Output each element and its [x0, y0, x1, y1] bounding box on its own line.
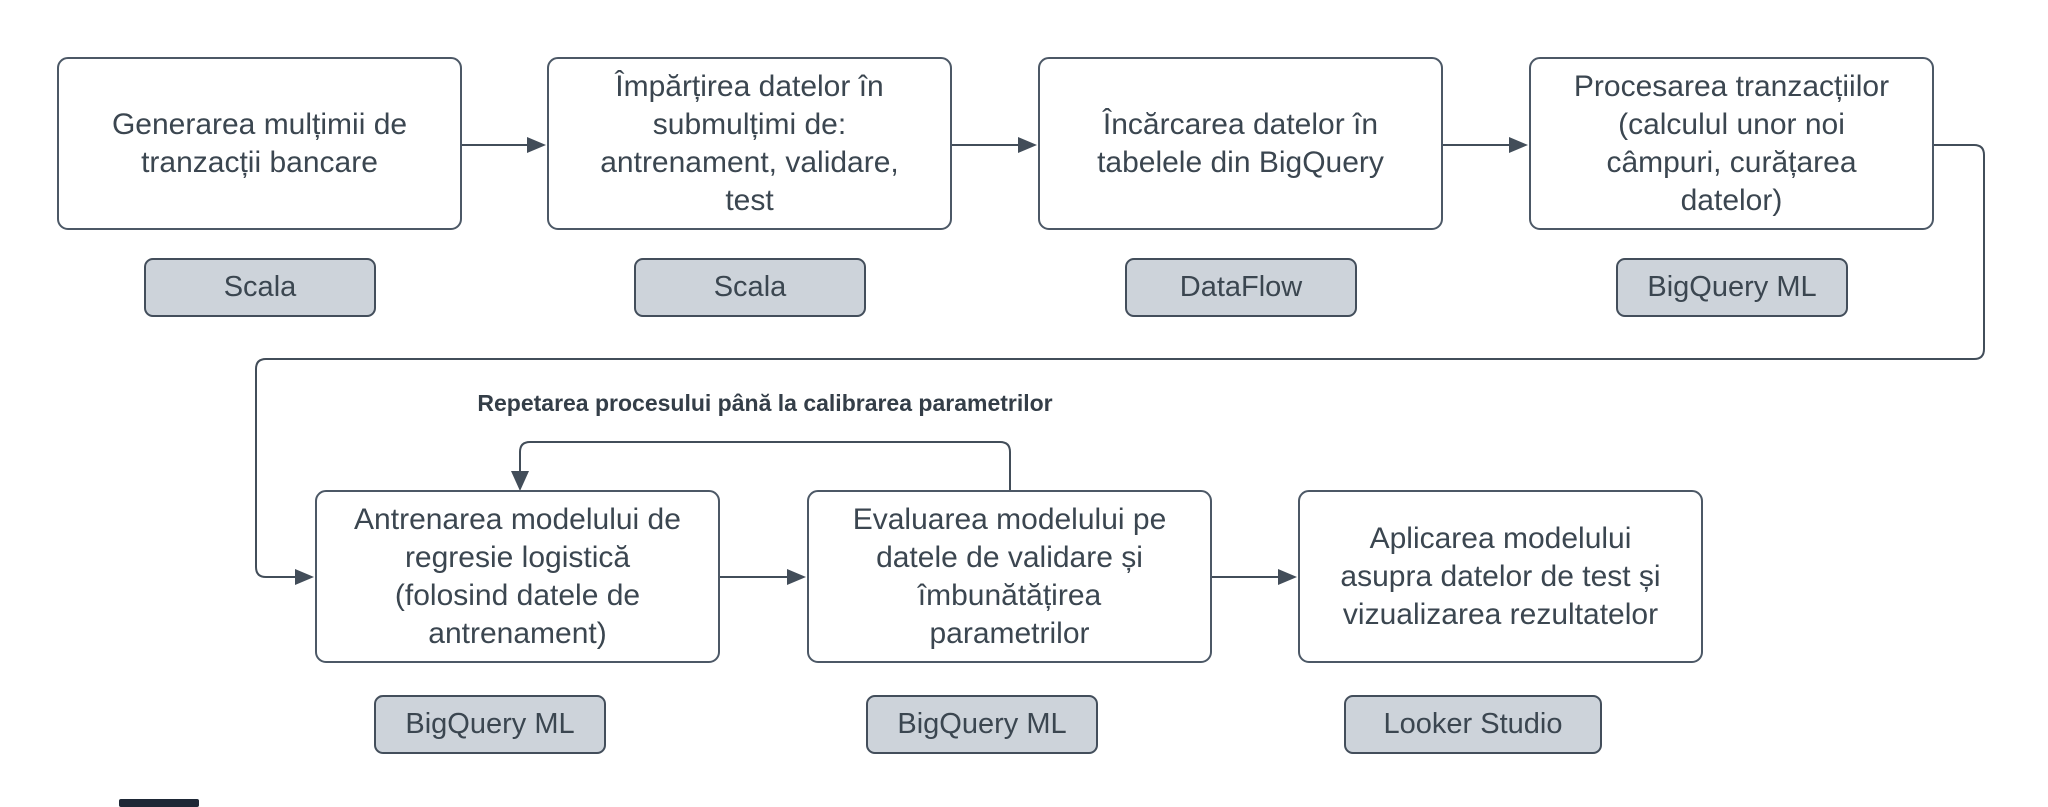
node-evaluate-model: Evaluarea modelului pe datele de validar…	[807, 490, 1212, 663]
arrowhead-process-to-train	[295, 569, 314, 585]
node-split-data: Împărțirea datelor în submulțimi de: ant…	[547, 57, 952, 230]
edge-evaluate-to-train-loop	[519, 441, 1011, 490]
arrowhead-load-to-process	[1509, 137, 1528, 153]
node-train-model: Antrenarea modelului de regresie logisti…	[315, 490, 720, 663]
arrowhead-generate-to-split	[527, 137, 546, 153]
edge-process-to-train	[255, 144, 1985, 578]
tool-badge-scala-2: Scala	[634, 258, 866, 317]
tool-badge-bigqueryml-1: BigQuery ML	[1616, 258, 1848, 317]
tool-badge-bigqueryml-2: BigQuery ML	[374, 695, 606, 754]
arrowhead-split-to-load	[1018, 137, 1037, 153]
node-process-transactions: Procesarea tranzacțiilor (calculul unor …	[1529, 57, 1934, 230]
arrowhead-evaluate-to-apply	[1278, 569, 1297, 585]
node-apply-model: Aplicarea modelului asupra datelor de te…	[1298, 490, 1703, 663]
tool-badge-scala-1: Scala	[144, 258, 376, 317]
loop-annotation: Repetarea procesului până la calibrarea …	[477, 390, 1053, 416]
arrowhead-train-to-evaluate	[787, 569, 806, 585]
node-generate-transactions: Generarea mulțimii de tranzacții bancare	[57, 57, 462, 230]
node-load-bigquery: Încărcarea datelor în tabelele din BigQu…	[1038, 57, 1443, 230]
tool-badge-lookerstudio: Looker Studio	[1344, 695, 1602, 754]
arrowhead-evaluate-to-train-loop	[511, 471, 529, 491]
tool-badge-dataflow: DataFlow	[1125, 258, 1357, 317]
scrollbar-thumb-fragment[interactable]	[119, 799, 199, 807]
tool-badge-bigqueryml-3: BigQuery ML	[866, 695, 1098, 754]
